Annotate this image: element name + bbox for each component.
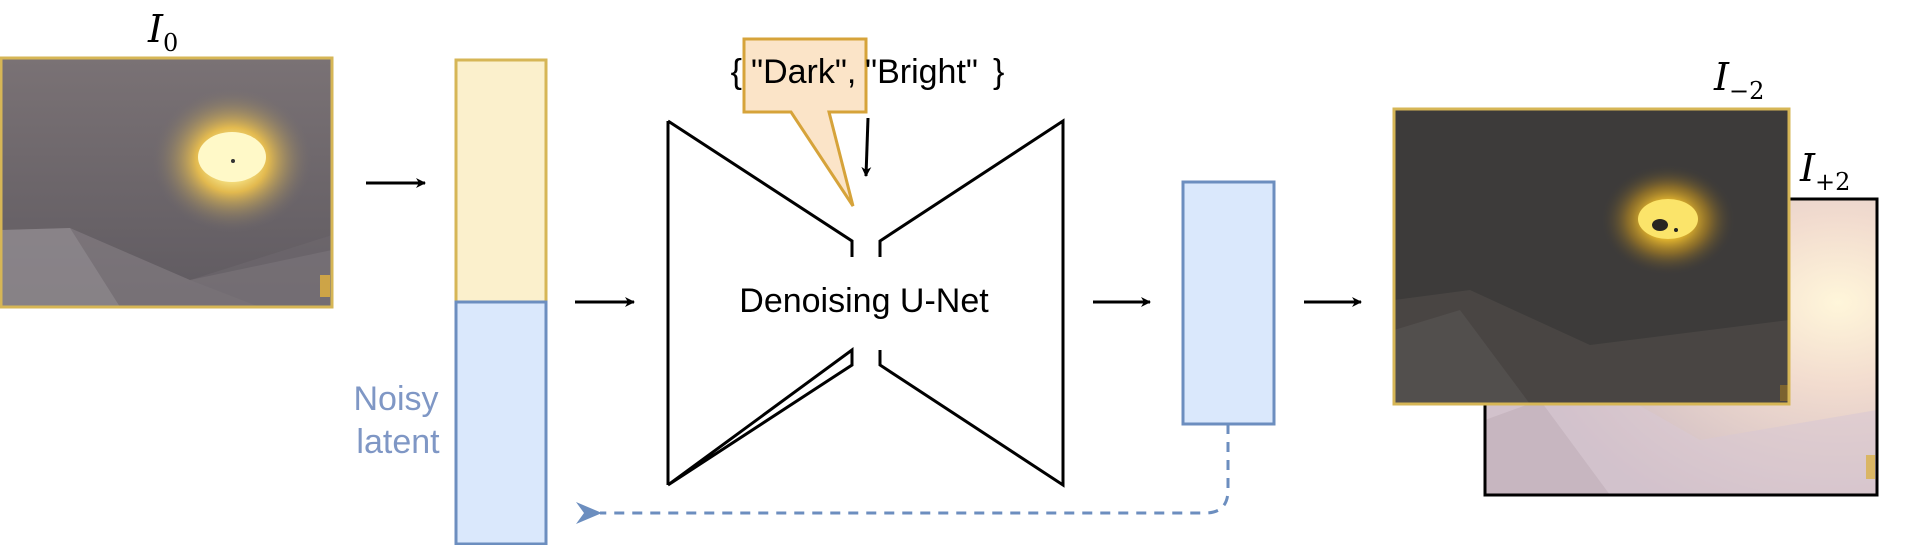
unet-shape bbox=[666, 118, 1065, 488]
output-latent bbox=[1181, 180, 1276, 426]
conditioning-close-brace: } bbox=[993, 53, 1004, 91]
arrow-condition-to-unet bbox=[861, 117, 872, 177]
output-image-dark bbox=[1392, 107, 1791, 406]
noisy-latent bbox=[454, 300, 548, 545]
conditioning-callout bbox=[742, 37, 868, 207]
noisy-latent-label-line2: latent bbox=[356, 423, 440, 461]
latent-stack bbox=[454, 58, 548, 545]
output-dark-label: I−2 bbox=[1713, 55, 1764, 105]
noisy-latent-label-line1: Noisy bbox=[353, 380, 438, 418]
input-image-frame bbox=[0, 56, 334, 309]
image-latent bbox=[454, 58, 548, 304]
output-bright-label: I+2 bbox=[1799, 146, 1850, 196]
input-image-label: I0 bbox=[147, 7, 178, 57]
input-image bbox=[0, 56, 334, 309]
conditioning-option-bright: "Bright" bbox=[865, 53, 978, 91]
unet-label: Denoising U-Net bbox=[739, 282, 989, 320]
conditioning-open-brace: { bbox=[731, 53, 742, 91]
conditioning-option-dark: "Dark", bbox=[751, 53, 856, 91]
